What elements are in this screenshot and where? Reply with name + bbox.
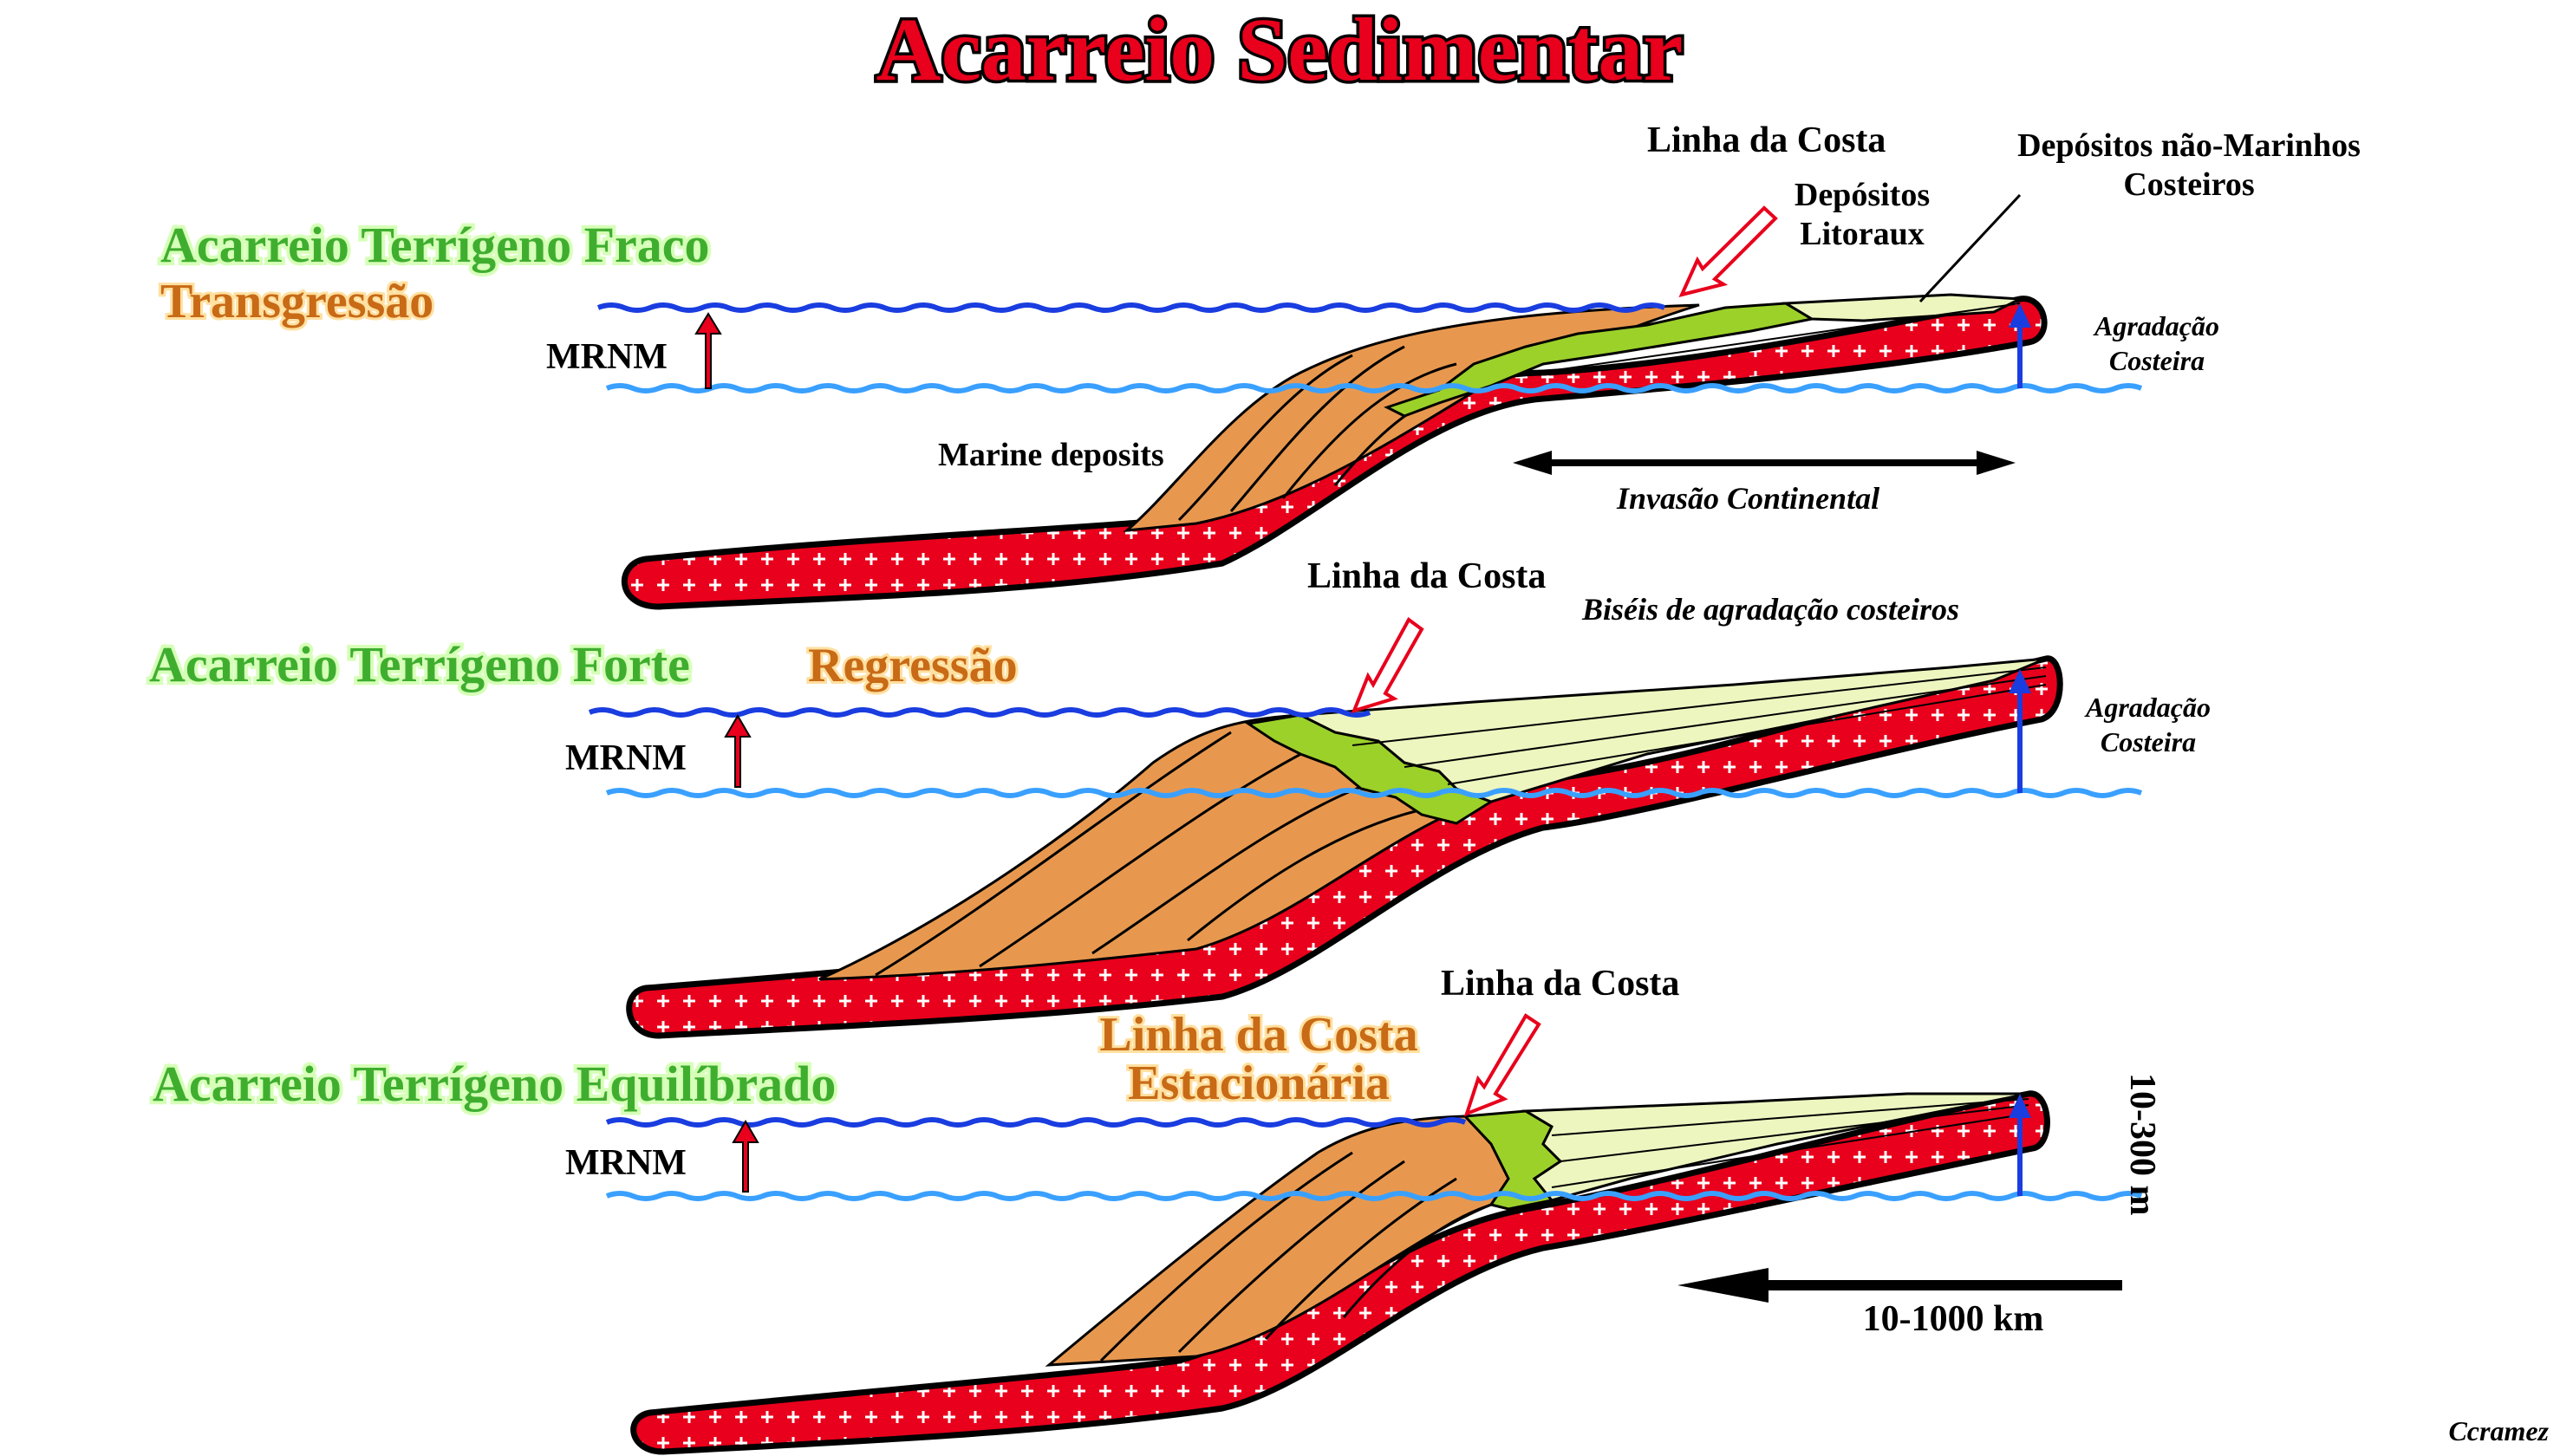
page-title: Acarreio Sedimentar bbox=[876, 0, 1684, 100]
previous-sea-level bbox=[605, 1191, 2143, 1201]
shoreline-pointer-icon bbox=[1463, 1013, 1541, 1117]
panel1-aggradation-1: Agradação bbox=[2093, 310, 2219, 341]
panel3-shoreline: Linha da Costa bbox=[1441, 964, 1679, 1004]
panel-strong-supply: Acarreio Terrígeno Forte Regressão MRNM … bbox=[146, 556, 2211, 1039]
current-sea-level bbox=[588, 707, 1371, 718]
panel2-mrnm: MRNM bbox=[565, 738, 687, 778]
panel1-aggradation-2: Costeira bbox=[2109, 345, 2205, 376]
shoreline-pointer-icon bbox=[1351, 617, 1424, 714]
panel1-mrnm: MRNM bbox=[546, 337, 668, 377]
previous-sea-level bbox=[605, 383, 2143, 393]
shoreline-pointer-icon bbox=[1678, 205, 1778, 297]
panel2-onlap-label: Biséis de agradação costeiros bbox=[1581, 592, 1959, 627]
panel2-shoreline: Linha da Costa bbox=[1307, 556, 1546, 596]
aggradation-arrow bbox=[2009, 669, 2031, 793]
previous-sea-level bbox=[605, 788, 2143, 798]
panel1-littoral-1: Depósitos bbox=[1795, 177, 1930, 213]
vertical-scale-label: 10-300 m bbox=[2122, 1073, 2162, 1215]
nonmarine-deposits bbox=[1295, 657, 2047, 803]
panel-weak-supply: Acarreio Terrígeno Fraco Transgressão MR… bbox=[157, 120, 2361, 610]
sea-level-rise-arrow bbox=[724, 714, 752, 788]
nonmarine-deposits bbox=[1521, 1092, 2029, 1202]
horizontal-scale-label: 10-1000 km bbox=[1863, 1299, 2044, 1339]
panel3-result-2: Estacionária bbox=[1128, 1056, 1390, 1110]
panel3-result-1: Linha da Costa bbox=[1099, 1008, 1417, 1062]
panel1-nonmarine-2: Costeiros bbox=[2123, 166, 2254, 203]
panel2-result: Regressão bbox=[808, 639, 1018, 692]
aggradation-arrow bbox=[2009, 303, 2031, 388]
panel2-aggradation-1: Agradação bbox=[2084, 692, 2211, 723]
current-sea-level bbox=[596, 302, 1666, 313]
horizontal-scale-arrow bbox=[1677, 1268, 2122, 1303]
panel1-marine-label: Marine deposits bbox=[938, 437, 1164, 473]
panel3-condition: Acarreio Terrígeno Equilíbrado bbox=[153, 1056, 836, 1112]
panel1-condition: Acarreio Terrígeno Fraco bbox=[160, 217, 710, 273]
invasion-arrow bbox=[1513, 451, 2016, 475]
aggradation-arrow bbox=[2009, 1094, 2031, 1196]
nonmarine-deposits bbox=[1782, 293, 2025, 322]
marine-deposits bbox=[1123, 303, 1700, 532]
panel2-aggradation-2: Costeira bbox=[2101, 726, 2196, 757]
panel1-shoreline: Linha da Costa bbox=[1647, 120, 1886, 160]
panel1-invasion-label: Invasão Continental bbox=[1616, 481, 1879, 516]
panel3-mrnm: MRNM bbox=[565, 1143, 687, 1183]
sea-level-rise-arrow bbox=[732, 1120, 759, 1193]
author-credit: Ccramez bbox=[2448, 1415, 2549, 1446]
panel1-result: Transgressão bbox=[160, 275, 433, 328]
panel1-littoral-2: Litoraux bbox=[1800, 216, 1925, 252]
panel1-nonmarine-1: Depósitos não-Marinhos bbox=[2017, 127, 2361, 164]
sea-level-rise-arrow bbox=[694, 312, 722, 389]
panel-balanced-supply: Acarreio Terrígeno Equilíbrado Linha da … bbox=[149, 964, 2162, 1455]
current-sea-level bbox=[605, 1117, 1467, 1128]
panel2-condition: Acarreio Terrígeno Forte bbox=[149, 636, 690, 692]
